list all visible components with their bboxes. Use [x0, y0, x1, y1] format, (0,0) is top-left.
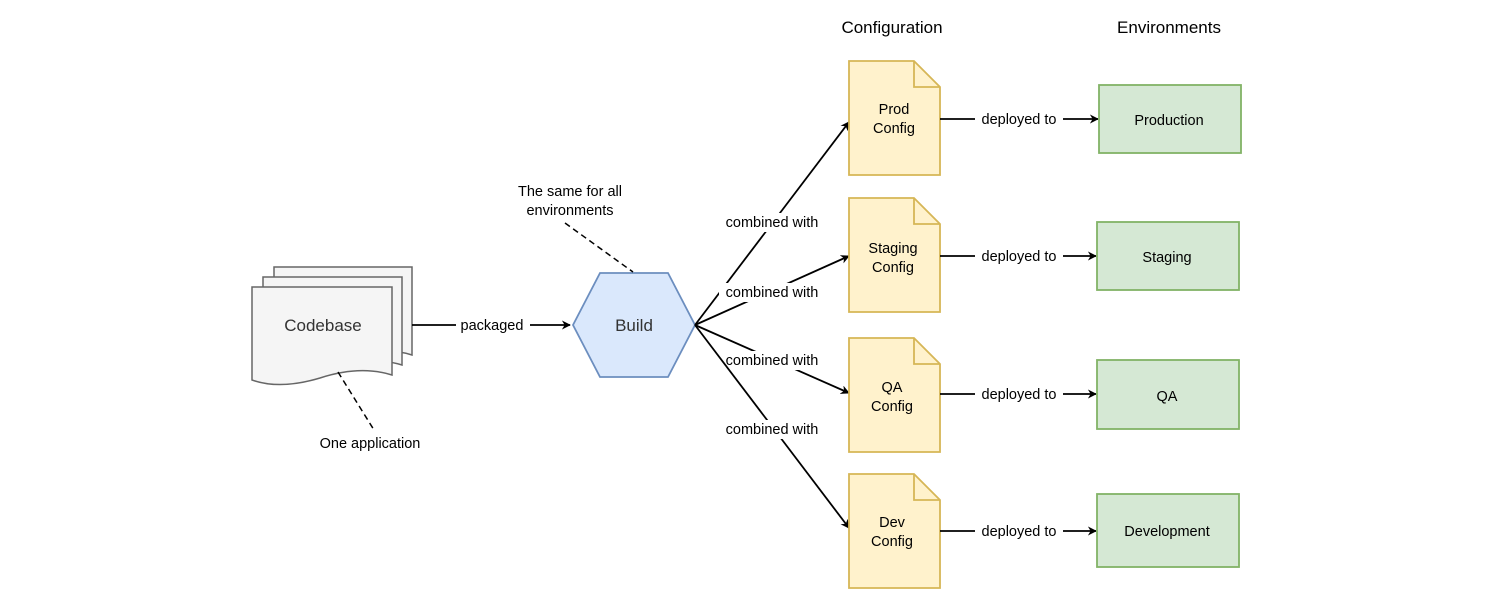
build-note-line1: The same for all: [518, 184, 622, 200]
combined-edge-qa: combined with: [694, 324, 850, 394]
config-prod[interactable]: Prod Config: [848, 60, 941, 176]
deployed-label-development: deployed to: [982, 524, 1057, 540]
env-staging-label: Staging: [1142, 250, 1191, 266]
config-prod-line2: Config: [873, 121, 915, 137]
config-qa-line1: QA: [882, 380, 903, 396]
config-qa[interactable]: QA Config: [848, 337, 941, 453]
config-dev[interactable]: Dev Config: [848, 473, 941, 589]
combined-label-prod: combined with: [726, 215, 819, 231]
configuration-header: Configuration: [841, 18, 942, 37]
combined-label-dev: combined with: [726, 422, 819, 438]
build-note-connector: [564, 222, 634, 273]
config-staging[interactable]: Staging Config: [848, 197, 941, 313]
build-node[interactable]: Build: [571, 272, 697, 378]
environments-header: Environments: [1117, 18, 1221, 37]
build-note-line2: environments: [526, 203, 613, 219]
config-dev-line1: Dev: [879, 515, 906, 531]
codebase-label: Codebase: [284, 316, 362, 335]
env-development-label: Development: [1124, 524, 1209, 540]
env-production-label: Production: [1134, 113, 1203, 129]
deployed-label-qa: deployed to: [982, 387, 1057, 403]
env-staging[interactable]: Staging: [1096, 221, 1240, 291]
deployed-edge-production: deployed to: [940, 110, 1099, 129]
build-label: Build: [615, 316, 653, 335]
env-qa[interactable]: QA: [1096, 359, 1240, 430]
config-staging-line2: Config: [872, 260, 914, 276]
codebase-node[interactable]: Codebase: [251, 266, 413, 386]
deployed-edge-staging: deployed to: [940, 247, 1097, 266]
config-staging-line1: Staging: [868, 241, 917, 257]
deployed-label-production: deployed to: [982, 112, 1057, 128]
config-prod-line1: Prod: [879, 102, 910, 118]
env-qa-label: QA: [1157, 389, 1178, 405]
deployed-edge-development: deployed to: [940, 522, 1097, 541]
config-dev-line2: Config: [871, 534, 913, 550]
combined-label-staging: combined with: [726, 285, 819, 301]
env-production[interactable]: Production: [1098, 84, 1242, 154]
env-development[interactable]: Development: [1096, 493, 1240, 568]
config-qa-line2: Config: [871, 399, 913, 415]
packaged-label: packaged: [461, 318, 524, 334]
combined-label-qa: combined with: [726, 353, 819, 369]
combined-edge-dev: combined with: [694, 324, 850, 529]
codebase-note-connector: [337, 371, 375, 431]
deployed-label-staging: deployed to: [982, 249, 1057, 265]
deployed-edge-qa: deployed to: [940, 385, 1097, 404]
codebase-note: One application: [320, 436, 421, 452]
combined-edge-staging: combined with: [694, 255, 850, 326]
